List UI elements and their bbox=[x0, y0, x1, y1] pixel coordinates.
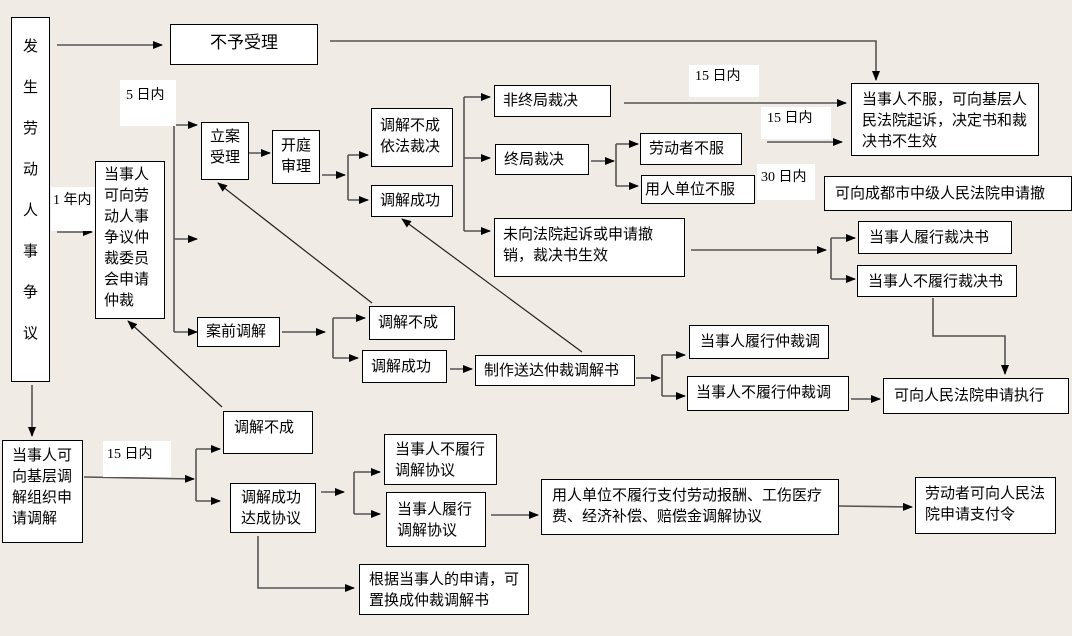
effective-award-node: 未向法院起诉或申请撤销，裁决书生效 bbox=[494, 218, 685, 277]
convert-to-arbitration-doc-node: 根据当事人的申请，可置换成仲裁调解书 bbox=[359, 564, 529, 615]
label-within-1-year: 1 年内 bbox=[51, 187, 99, 231]
label-within-5-days: 5 日内 bbox=[120, 80, 176, 126]
label-within-15-days-a: 15 日内 bbox=[689, 65, 759, 97]
not-perform-agreement-node: 当事人不履行调解协议 bbox=[384, 434, 497, 485]
non-final-award-node: 非终局裁决 bbox=[494, 85, 611, 117]
payment-order-node: 劳动者可向人民法院申请支付令 bbox=[915, 477, 1056, 534]
hearing-node: 开庭审理 bbox=[272, 130, 320, 184]
label-within-30-days: 30 日内 bbox=[757, 164, 815, 200]
label-within-15-days-c: 15 日内 bbox=[103, 441, 171, 477]
apply-arbitration-node: 当事人可向劳动人事争议仲裁委员会申请仲裁 bbox=[95, 161, 165, 319]
start-char: 人 bbox=[22, 201, 38, 219]
issue-mediation-doc-node: 制作送达仲裁调解书 bbox=[475, 355, 635, 386]
grassroots-success-node: 调解成功达成协议 bbox=[230, 483, 316, 533]
start-char: 事 bbox=[22, 242, 38, 260]
start-char: 生 bbox=[22, 78, 38, 96]
not-perform-award-node: 当事人不履行裁决书 bbox=[857, 265, 1017, 297]
pre-case-mediation-node: 案前调解 bbox=[197, 317, 280, 347]
start-char: 议 bbox=[22, 324, 38, 342]
start-char: 发 bbox=[22, 37, 38, 55]
not-perform-mediation-doc-node: 当事人不履行仲裁调 bbox=[687, 376, 849, 411]
apply-grassroots-mediation-node: 当事人可向基层调解组织申请调解 bbox=[2, 440, 83, 543]
pre-mediation-fail-node: 调解不成 bbox=[369, 306, 455, 340]
perform-agreement-node: 当事人履行调解协议 bbox=[386, 492, 486, 547]
start-char: 争 bbox=[22, 283, 38, 301]
start-node: 发 生 劳 动 人 事 争 议 bbox=[11, 17, 50, 382]
apply-enforcement-node: 可向人民法院申请执行 bbox=[883, 378, 1069, 414]
employer-disagree-node: 用人单位不服 bbox=[641, 175, 755, 204]
mediation-success-node: 调解成功 bbox=[371, 185, 453, 217]
label-within-15-days-b: 15 日内 bbox=[761, 107, 831, 139]
mediation-fail-award-node: 调解不成依法裁决 bbox=[371, 108, 453, 167]
pre-mediation-success-node: 调解成功 bbox=[362, 350, 447, 383]
perform-award-node: 当事人履行裁决书 bbox=[858, 221, 1012, 254]
final-award-node: 终局裁决 bbox=[495, 144, 589, 175]
perform-mediation-doc-node: 当事人履行仲裁调 bbox=[689, 325, 829, 359]
worker-disagree-node: 劳动者不服 bbox=[640, 133, 742, 165]
apply-intermediate-court-node: 可向成都市中级人民法院申请撤 bbox=[824, 176, 1072, 211]
employer-not-pay-node: 用人单位不履行支付劳动报酬、工伤医疗费、经济补偿、赔偿金调解协议 bbox=[541, 479, 839, 535]
reject-node: 不予受理 bbox=[170, 24, 318, 65]
start-char: 动 bbox=[22, 160, 38, 178]
start-char: 劳 bbox=[22, 119, 38, 137]
sue-basic-court-node: 当事人不服，可向基层人民法院起诉，决定书和裁决书不生效 bbox=[851, 83, 1039, 156]
accept-node: 立案受理 bbox=[201, 122, 249, 180]
grassroots-fail-node: 调解不成 bbox=[223, 411, 313, 454]
